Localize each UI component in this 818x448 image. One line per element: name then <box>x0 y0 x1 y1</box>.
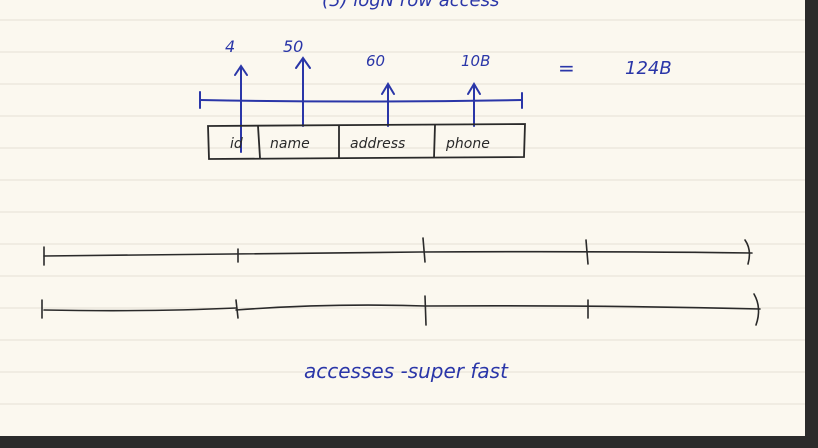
total-value: 124B <box>625 58 672 79</box>
size-label-id: 4 <box>225 37 235 56</box>
frame-bottom <box>0 436 818 448</box>
total-equals: = <box>558 56 575 80</box>
row-box <box>207 123 526 160</box>
timeline-2 <box>41 293 761 326</box>
paper-background <box>0 0 805 436</box>
size-label-address: 60 <box>366 52 385 70</box>
ruled-lines <box>0 19 805 405</box>
timeline-1 <box>43 237 753 266</box>
caption-accesses: accesses -super fast <box>304 359 509 383</box>
offset-line <box>199 91 523 109</box>
size-arrows <box>234 56 481 153</box>
size-label-phone: 10B <box>461 52 490 70</box>
row-field-address: address <box>350 136 405 152</box>
row-field-phone: phone <box>445 136 490 152</box>
row-field-name: name <box>270 136 310 152</box>
header-partial-text: (5) logN row access <box>322 0 499 11</box>
row-field-id: id <box>230 136 243 152</box>
frame-right <box>805 0 818 448</box>
size-label-name: 50 <box>283 37 303 56</box>
